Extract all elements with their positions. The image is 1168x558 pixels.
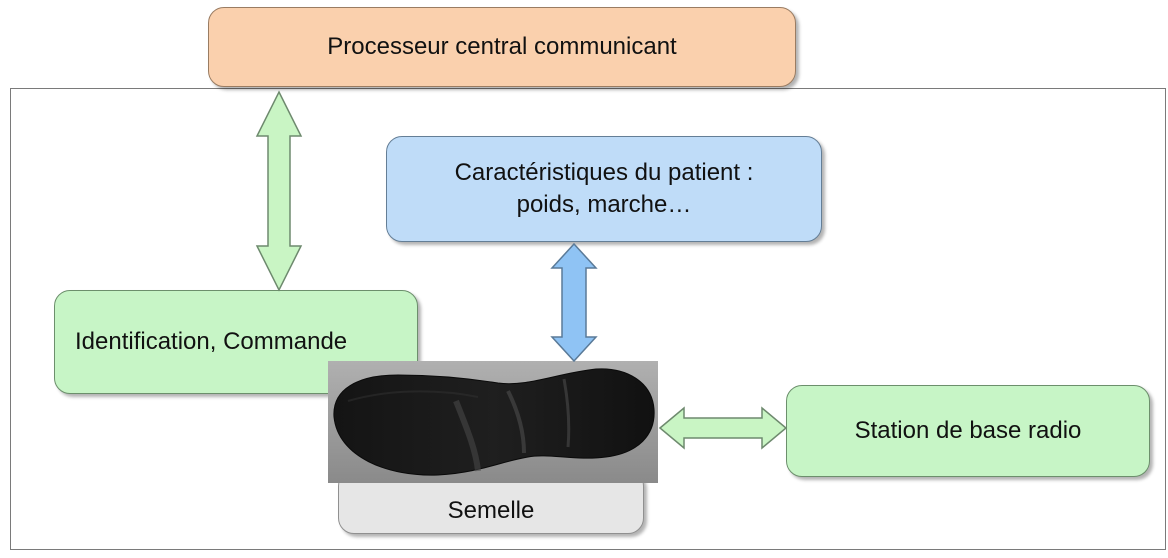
processor-identification-arrow: [255, 90, 303, 292]
sole-station-arrow: [658, 406, 788, 450]
identification-node: Identification, Commande: [54, 290, 418, 394]
characteristics-label-line2: poids, marche…: [516, 191, 692, 218]
identification-label: Identification, Commande: [75, 327, 348, 355]
central-processor-node: Processeur central communicant: [208, 7, 796, 87]
station-label: Station de base radio: [854, 416, 1082, 444]
sole-label: Semelle: [447, 496, 535, 524]
characteristics-sole-arrow: [550, 242, 598, 363]
shoe-sole-image: [328, 361, 658, 483]
radio-base-station-node: Station de base radio: [786, 385, 1150, 477]
patient-characteristics-node: Caractéristiques du patient : poids, mar…: [386, 136, 822, 242]
processor-label: Processeur central communicant: [327, 32, 677, 60]
characteristics-label-line1: Caractéristiques du patient :: [454, 158, 754, 186]
